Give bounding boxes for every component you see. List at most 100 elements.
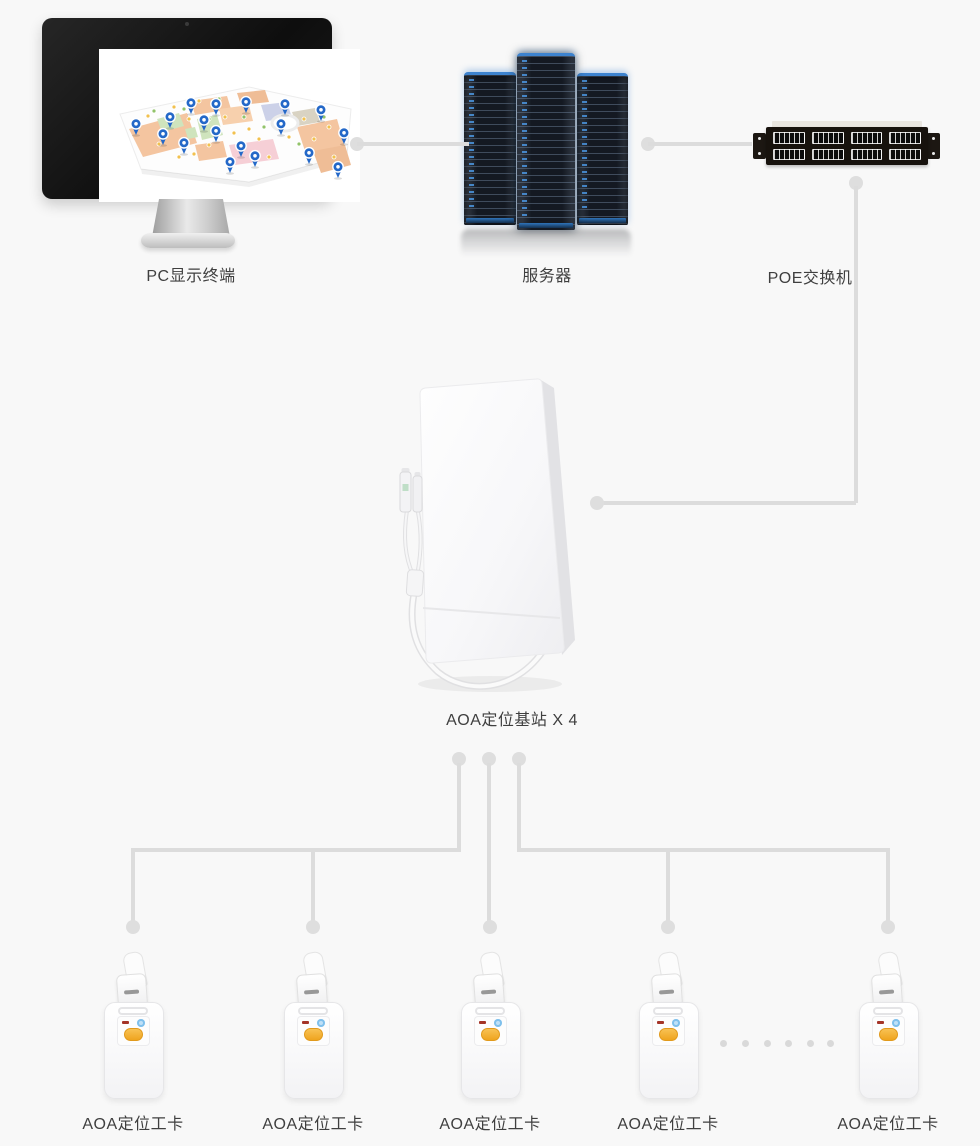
- facility-map: [119, 86, 352, 187]
- led-indicator: [302, 1021, 309, 1024]
- switch-port-group: [850, 132, 883, 144]
- switch-port-group: [889, 148, 921, 160]
- badge-slot: [118, 1007, 148, 1015]
- card-drop-line: [666, 850, 670, 922]
- call-button: [481, 1028, 500, 1041]
- badge-slot: [653, 1007, 683, 1015]
- led-indicator: [479, 1021, 486, 1024]
- card-drop-line: [311, 850, 315, 922]
- station-label: AOA定位基站 X 4: [446, 712, 578, 729]
- signal-indicator: [317, 1019, 325, 1027]
- junction-dot: [590, 496, 604, 510]
- aoa-badge-illustration: AOA定位工卡: [608, 948, 728, 1133]
- map-platform-edge: [141, 155, 348, 187]
- ellipsis-dot: [785, 1040, 792, 1047]
- station-branch-line: [457, 763, 461, 850]
- junction-dot: [452, 752, 466, 766]
- call-button: [879, 1028, 898, 1041]
- badge-body: [104, 1002, 164, 1099]
- aoa-badge-illustration: AOA定位工卡: [253, 948, 373, 1133]
- led-indicator: [877, 1021, 884, 1024]
- server-rack-left: [464, 72, 516, 225]
- signal-indicator: [137, 1019, 145, 1027]
- monitor-label: PC显示终端: [146, 268, 236, 285]
- card-bus-line-right: [517, 848, 890, 852]
- call-button: [659, 1028, 678, 1041]
- aoa-badge-illustration: AOA定位工卡: [828, 948, 948, 1133]
- monitor-stand-neck: [152, 199, 230, 237]
- switch-port-group: [811, 148, 844, 160]
- camera-dot: [185, 22, 189, 26]
- link-switch-station: [597, 501, 856, 505]
- server-rack-illustration: [455, 45, 645, 263]
- badge-panel: [474, 1016, 507, 1046]
- server-rack-center: [517, 53, 575, 230]
- ellipsis-dot: [764, 1040, 771, 1047]
- ellipsis-dot: [827, 1040, 834, 1047]
- badge-label: AOA定位工卡: [439, 1116, 541, 1133]
- badge-body: [639, 1002, 699, 1099]
- badge-label: AOA定位工卡: [837, 1116, 939, 1133]
- badge-label: AOA定位工卡: [82, 1116, 184, 1133]
- map-mini-markers: [145, 96, 337, 160]
- station-body: [419, 378, 565, 664]
- station-connectors: [399, 468, 423, 513]
- ellipsis-dot: [720, 1040, 727, 1047]
- ellipsis-dot: [807, 1040, 814, 1047]
- call-button: [124, 1028, 143, 1041]
- pc-monitor-illustration: [42, 18, 360, 202]
- switch-port-group: [773, 132, 805, 144]
- poe-switch-illustration: [766, 127, 928, 165]
- station-cables: [403, 509, 423, 576]
- switch-port-group: [811, 132, 844, 144]
- aoa-base-station-illustration: [399, 378, 575, 692]
- card-bus-line-left: [131, 848, 461, 852]
- station-cable-loop: [408, 590, 549, 690]
- switch-port-group: [850, 148, 883, 160]
- station-branch-line: [487, 763, 491, 922]
- badge-panel: [297, 1016, 330, 1046]
- junction-dot: [881, 920, 895, 934]
- switch-port-group: [889, 132, 921, 144]
- link-server-switch: [648, 142, 752, 146]
- switch-top-shelf: [772, 121, 922, 128]
- card-drop-line: [131, 850, 135, 922]
- server-label: 服务器: [522, 268, 572, 285]
- led-indicator: [657, 1021, 664, 1024]
- badge-slot: [475, 1007, 505, 1015]
- badge-slot: [298, 1007, 328, 1015]
- switch-label: POE交换机: [767, 270, 853, 287]
- junction-dot: [482, 752, 496, 766]
- junction-dot: [483, 920, 497, 934]
- server-reflection: [461, 229, 631, 263]
- badge-panel: [872, 1016, 905, 1046]
- badge-body: [859, 1002, 919, 1099]
- badge-body: [461, 1002, 521, 1099]
- signal-indicator: [494, 1019, 502, 1027]
- junction-dot: [126, 920, 140, 934]
- station-cable-junction: [405, 569, 425, 597]
- badge-panel: [652, 1016, 685, 1046]
- signal-indicator: [672, 1019, 680, 1027]
- link-monitor-server: [357, 142, 469, 146]
- station-seam: [422, 607, 561, 619]
- map-pin-icon: [332, 160, 344, 181]
- junction-dot: [661, 920, 675, 934]
- badge-label: AOA定位工卡: [262, 1116, 364, 1133]
- badge-body: [284, 1002, 344, 1099]
- station-side-face: [541, 380, 575, 655]
- monitor-stand-base: [141, 233, 235, 248]
- link-switch-down: [854, 186, 858, 503]
- junction-dot: [512, 752, 526, 766]
- call-button: [304, 1028, 323, 1041]
- signal-indicator: [892, 1019, 900, 1027]
- switch-port-group: [773, 148, 805, 160]
- ellipsis-dot: [742, 1040, 749, 1047]
- switch-mounting-ear-right: [927, 133, 940, 159]
- badge-label: AOA定位工卡: [617, 1116, 719, 1133]
- server-rack-right: [577, 73, 628, 225]
- switch-mounting-ear-left: [753, 133, 766, 159]
- junction-dot: [306, 920, 320, 934]
- badge-panel: [117, 1016, 150, 1046]
